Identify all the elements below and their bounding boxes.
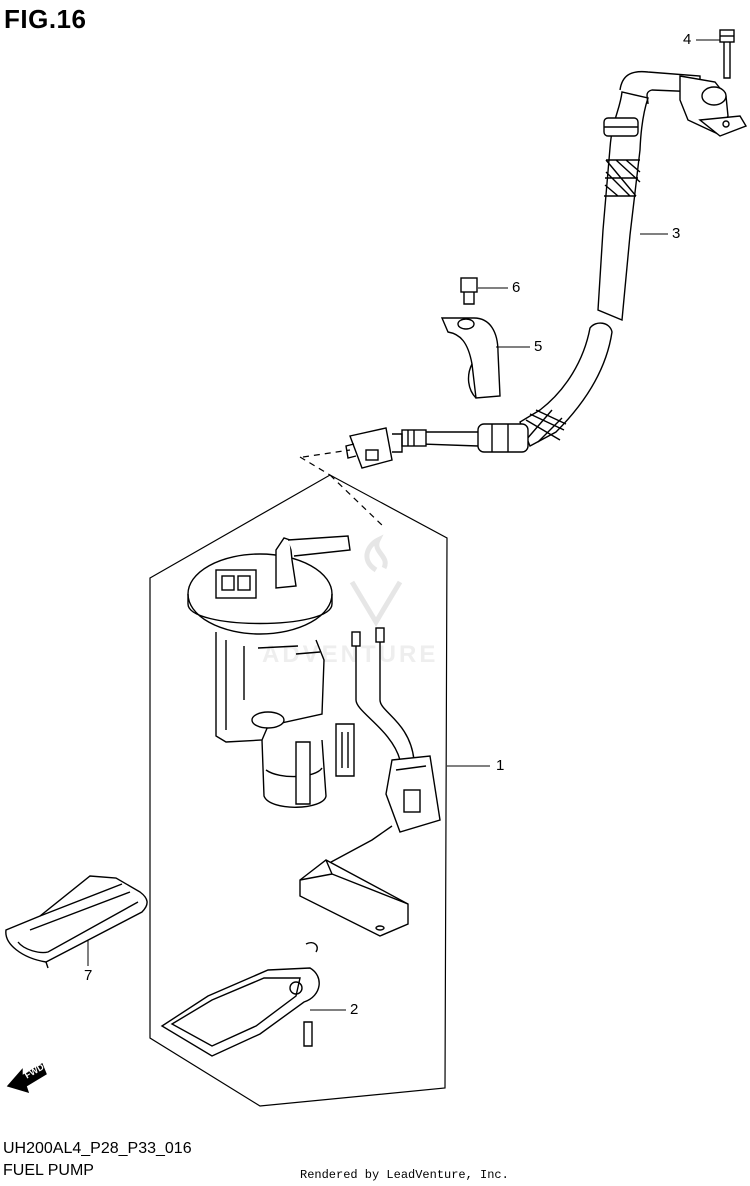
callout-6: 6 bbox=[512, 279, 521, 296]
figure-code: UH200AL4_P28_P33_016 bbox=[3, 1140, 192, 1157]
fuel-pump-assembly bbox=[187, 535, 355, 808]
callout-2: 2 bbox=[350, 1001, 359, 1018]
fwd-arrow bbox=[6, 1062, 47, 1094]
figure-title: FIG.16 bbox=[4, 4, 87, 34]
rendered-by: Rendered by LeadVenture, Inc. bbox=[300, 1168, 509, 1182]
bracket-7 bbox=[5, 875, 148, 969]
bolt-4 bbox=[719, 29, 735, 79]
figure-caption: FUEL PUMP bbox=[3, 1162, 94, 1179]
watermark-text: ADVENTURE bbox=[262, 641, 439, 668]
callout-1: 1 bbox=[496, 757, 505, 774]
bolt-6 bbox=[460, 277, 478, 305]
watermark-logo bbox=[349, 534, 403, 627]
hose-bracket bbox=[679, 75, 748, 137]
quick-connector bbox=[345, 427, 393, 469]
callout-7: 7 bbox=[84, 967, 93, 984]
callout-5: 5 bbox=[534, 338, 543, 355]
fuel-hose-lower bbox=[392, 322, 613, 453]
gasket-2 bbox=[160, 942, 320, 1057]
sender-harness bbox=[299, 627, 441, 937]
callout-4: 4 bbox=[683, 31, 692, 48]
callout-3: 3 bbox=[672, 225, 681, 242]
hose-leader-dashed bbox=[299, 449, 386, 529]
callout-leaders bbox=[87, 39, 720, 1011]
clamp-5 bbox=[440, 317, 501, 399]
